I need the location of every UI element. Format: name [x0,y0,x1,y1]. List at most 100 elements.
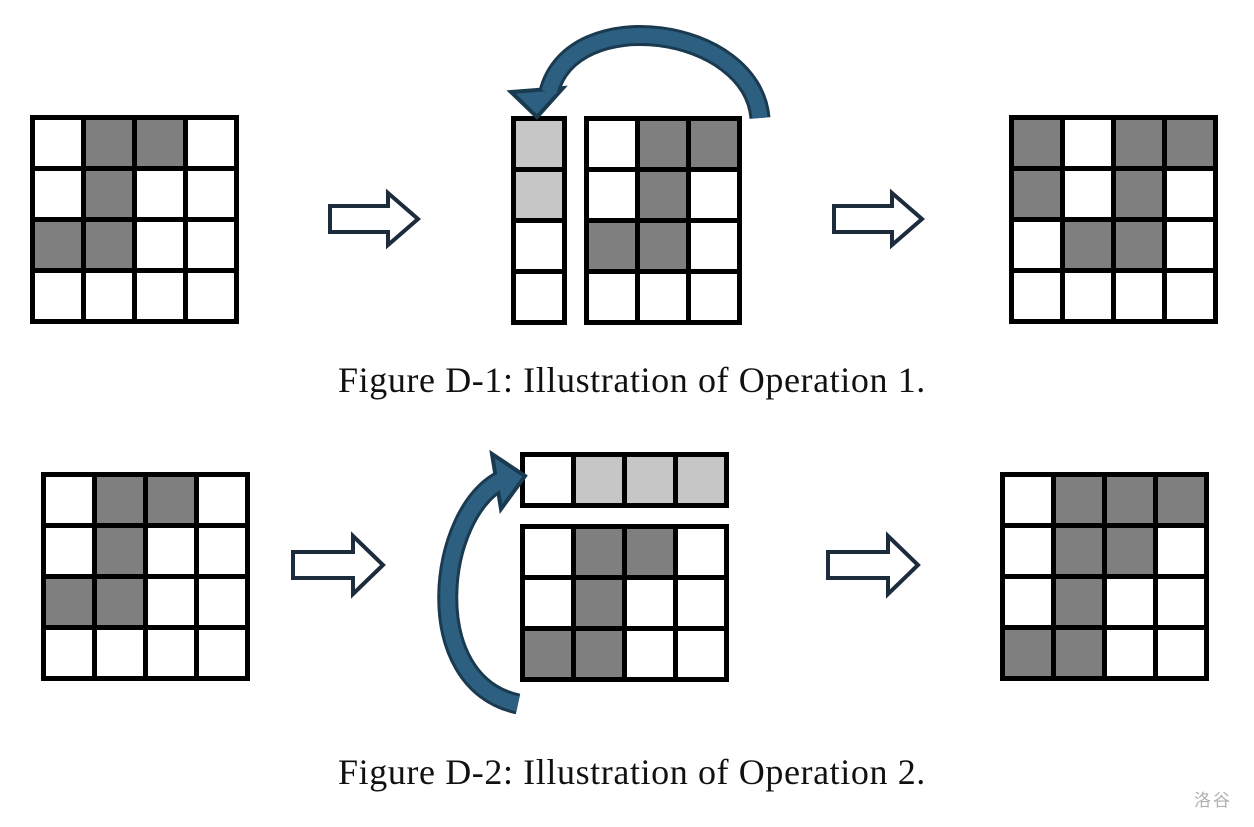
grid-cell [1116,171,1162,217]
grid-cell [516,121,562,167]
grid-cell [1158,630,1204,676]
figure1-curved-arrow-icon [506,25,771,120]
grid-cell [589,223,635,269]
grid-cell [1158,477,1204,523]
grid-cell [1158,579,1204,625]
grid-cell [86,171,132,217]
grid-cell [516,223,562,269]
grid-cell [97,630,143,676]
grid-cell [640,223,686,269]
grid-cell [1014,171,1060,217]
grid-cell [188,273,234,319]
grid-cell [1005,477,1051,523]
figure2-grid-after [1000,472,1209,681]
grid-cell [1167,171,1213,217]
grid-cell [576,631,622,677]
watermark: 洛谷 [1194,791,1232,811]
grid-cell [1107,528,1153,574]
figure1-grid-before [30,115,239,324]
grid-cell [86,222,132,268]
grid-cell [589,274,635,320]
grid-cell [148,630,194,676]
grid-cell [640,274,686,320]
grid-cell [199,528,245,574]
figure2-arrow-left-icon [291,531,386,599]
grid-cell [1056,528,1102,574]
grid-cell [678,631,724,677]
grid-cell [46,528,92,574]
grid-cell [678,580,724,626]
grid-cell [589,121,635,167]
grid-cell [35,171,81,217]
grid-cell [1107,579,1153,625]
grid-cell [1167,273,1213,319]
grid-cell [46,579,92,625]
grid-cell [516,274,562,320]
grid-cell [627,457,673,503]
grid-cell [1005,630,1051,676]
grid-cell [589,172,635,218]
grid-cell [1167,222,1213,268]
grid-cell [46,477,92,523]
grid-cell [1005,579,1051,625]
grid-cell [1056,630,1102,676]
grid-cell [516,172,562,218]
grid-cell [35,273,81,319]
grid-cell [1014,120,1060,166]
figure2-curved-arrow-icon [437,449,528,715]
grid-cell [199,579,245,625]
grid-cell [148,528,194,574]
grid-cell [525,631,571,677]
figure2-caption: Figure D-2: Illustration of Operation 2. [338,752,926,792]
grid-cell [148,579,194,625]
grid-cell [86,120,132,166]
figure1-arrow-right-icon [832,188,926,250]
grid-cell [188,171,234,217]
grid-cell [1014,222,1060,268]
grid-cell [1056,579,1102,625]
grid-cell [691,274,737,320]
figure1-grid-after [1009,115,1218,324]
grid-cell [1065,171,1111,217]
grid-cell [199,477,245,523]
grid-cell [137,120,183,166]
grid-cell [188,222,234,268]
grid-cell [86,273,132,319]
grid-cell [525,529,571,575]
grid-cell [137,222,183,268]
grid-cell [627,529,673,575]
grid-cell [576,457,622,503]
figure1-caption: Figure D-1: Illustration of Operation 1. [338,360,926,400]
grid-cell [1005,528,1051,574]
grid-cell [678,457,724,503]
grid-cell [691,172,737,218]
grid-cell [137,171,183,217]
grid-cell [1107,477,1153,523]
grid-cell [35,120,81,166]
grid-cell [188,120,234,166]
grid-cell [137,273,183,319]
figure2-arrow-right-icon [826,531,921,599]
grid-cell [1065,222,1111,268]
grid-cell [148,477,194,523]
grid-cell [97,528,143,574]
grid-cell [691,121,737,167]
grid-cell [627,580,673,626]
grid-cell [525,457,571,503]
grid-cell [97,477,143,523]
grid-cell [627,631,673,677]
grid-cell [1116,120,1162,166]
grid-cell [199,630,245,676]
grid-cell [576,580,622,626]
grid-cell [691,223,737,269]
grid-cell [46,630,92,676]
grid-cell [1158,528,1204,574]
figure2-grid-before [41,472,250,681]
grid-cell [35,222,81,268]
figure1-extracted-column [511,116,567,325]
grid-cell [97,579,143,625]
grid-cell [1116,222,1162,268]
grid-cell [576,529,622,575]
figure1-grid-remainder [584,116,742,325]
